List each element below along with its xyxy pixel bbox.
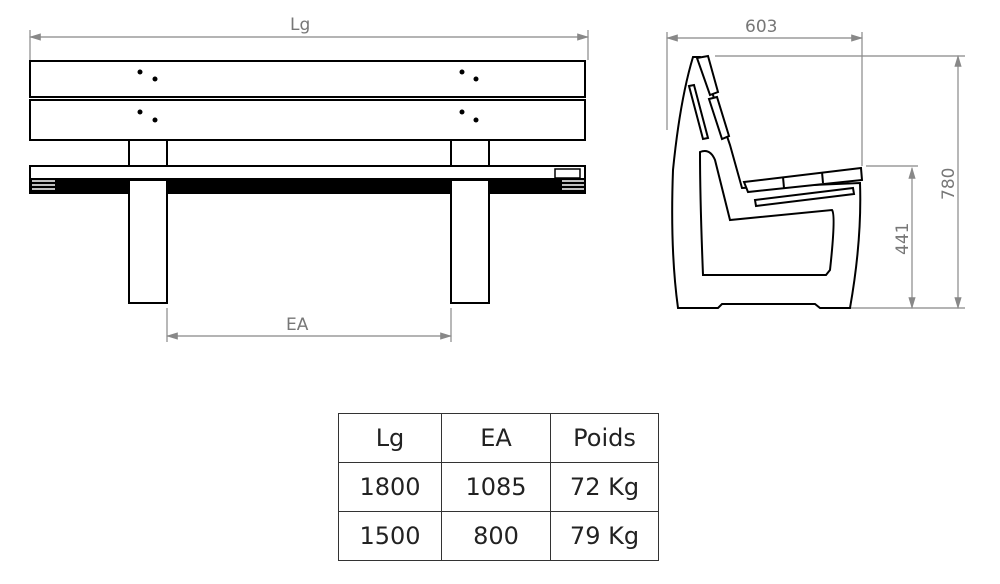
length-label: Lg <box>290 15 310 35</box>
table-cell: 1085 <box>441 462 551 512</box>
table-cell: 72 Kg <box>550 462 659 512</box>
back-plank-top <box>29 60 586 98</box>
side-view: 603 780 441 <box>665 17 965 310</box>
total-height-label: 780 <box>939 168 959 200</box>
table-header-row: Lg EA Poids <box>338 413 659 463</box>
table-row: 1500 800 79 Kg <box>338 511 659 561</box>
front-view: Lg EA <box>28 15 590 342</box>
frame-cutout <box>698 150 835 276</box>
seat-height-label: 441 <box>893 223 913 255</box>
leg-spacing-label: EA <box>286 315 309 335</box>
table-row: 1800 1085 72 Kg <box>338 462 659 512</box>
header-cell: Poids <box>550 413 659 463</box>
leg-right <box>450 179 490 304</box>
header-cell: Lg <box>338 413 442 463</box>
depth-label: 603 <box>745 17 777 37</box>
dimension-table: Lg EA Poids 1800 1085 72 Kg 1500 800 79 … <box>338 413 659 561</box>
table-cell: 800 <box>441 511 551 561</box>
leg-left <box>128 179 168 304</box>
header-cell: EA <box>441 413 551 463</box>
table-cell: 1800 <box>338 462 442 512</box>
table-cell: 79 Kg <box>550 511 659 561</box>
table-cell: 1500 <box>338 511 442 561</box>
back-plank-bottom <box>29 99 586 141</box>
